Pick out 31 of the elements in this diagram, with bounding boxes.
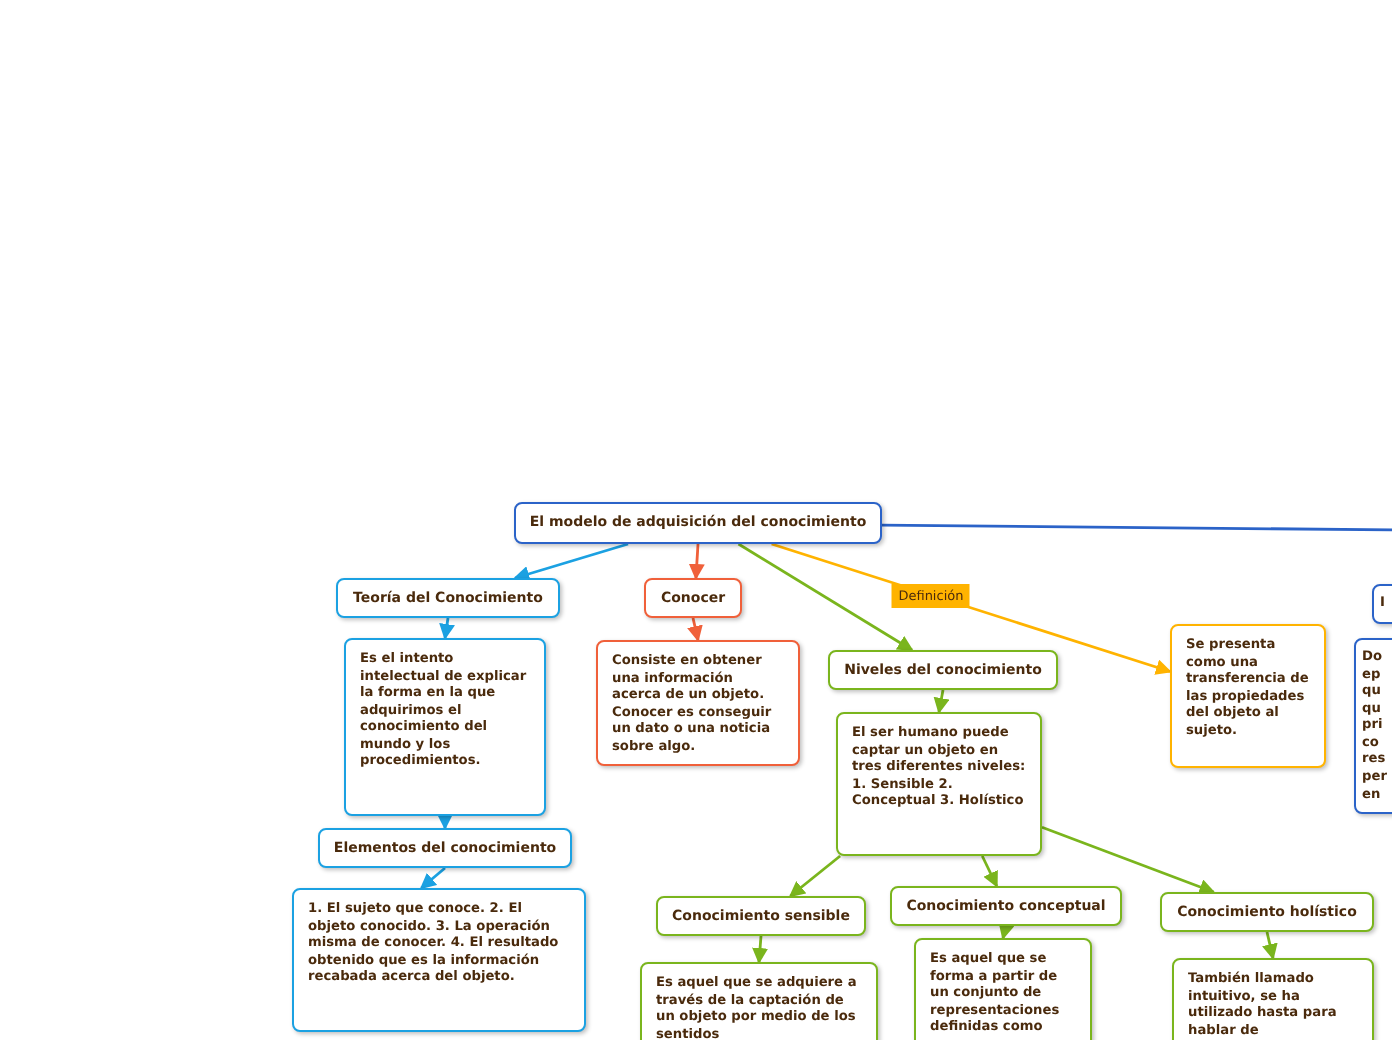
note-box — [344, 638, 546, 816]
topic-box — [1160, 892, 1374, 932]
note-box — [914, 938, 1092, 1040]
arrow — [737, 542, 914, 652]
topic-box — [656, 896, 866, 936]
arrow — [788, 854, 841, 898]
note-box — [640, 962, 878, 1040]
topic-box — [318, 828, 572, 868]
arrow — [1041, 825, 1216, 895]
arrow — [437, 814, 453, 830]
arrow — [439, 617, 455, 640]
note-box — [1170, 624, 1326, 768]
arrow — [981, 855, 998, 888]
arrow — [998, 922, 1015, 940]
note-box — [836, 712, 1042, 856]
note-box — [596, 640, 800, 766]
topic-box — [644, 578, 742, 618]
note-box — [292, 888, 586, 1032]
arrow — [419, 866, 446, 890]
topic-box — [336, 578, 560, 618]
arrow — [688, 543, 705, 580]
arrow — [687, 617, 703, 642]
arrow — [752, 935, 769, 964]
arrow — [933, 689, 950, 714]
topic-box — [828, 650, 1058, 690]
connector-line — [882, 523, 1392, 532]
topic-box — [514, 502, 882, 544]
topic-box — [890, 886, 1122, 926]
arrow — [513, 542, 629, 582]
arrow — [1262, 931, 1278, 960]
note-box — [1172, 958, 1374, 1040]
